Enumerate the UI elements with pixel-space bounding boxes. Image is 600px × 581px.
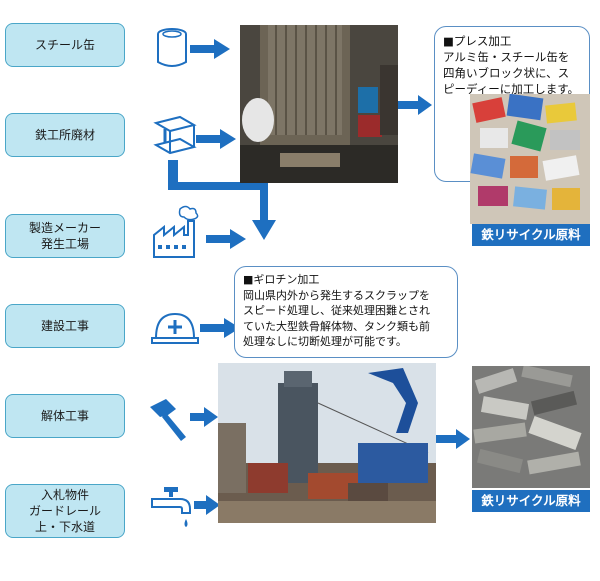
source-steel-can: スチール缶 (5, 23, 125, 67)
source-label: 製造メーカー (28, 221, 101, 235)
guillotine-text: ていた大型鉄骨解体物、タンク類も前 (243, 319, 430, 333)
arrow-icon (190, 407, 218, 427)
press-machine-photo (240, 25, 398, 183)
factory-icon (153, 205, 199, 258)
arrow-icon (196, 129, 236, 149)
arrow-icon (190, 39, 230, 59)
arrow-icon (436, 429, 470, 449)
hardhat-icon (151, 312, 199, 344)
arrow-icon (200, 318, 240, 338)
guillotine-site-photo (218, 363, 436, 523)
press-text: アルミ缶・スチール缶を (443, 50, 570, 64)
recycle-badge-top: 鉄リサイクル原料 (472, 224, 590, 246)
source-label: 解体工事 (40, 409, 89, 423)
press-title: ■プレス加工 (443, 34, 512, 48)
elbow-arrow-icon (168, 160, 276, 240)
steel-beam-icon (153, 115, 197, 155)
source-label: 発生工場 (40, 237, 89, 251)
arrow-icon (206, 229, 246, 249)
source-construction: 建設工事 (5, 304, 125, 348)
source-label: 建設工事 (40, 319, 89, 333)
recycle-badge-bottom: 鉄リサイクル原料 (472, 490, 590, 512)
scrap-metal-photo (472, 366, 590, 488)
guillotine-callout: ■ギロチン加工 岡山県内外から発生するスクラップを スピード処理し、従来処理困難… (234, 266, 458, 358)
source-ironworks-scrap: 鉄工所廃材 (5, 113, 125, 157)
guillotine-text: 岡山県内外から発生するスクラップを (243, 288, 430, 302)
can-icon (157, 28, 187, 67)
source-label: 上・下水道 (34, 520, 95, 534)
source-demolition: 解体工事 (5, 394, 125, 438)
faucet-icon (151, 487, 191, 527)
source-manufacturer: 製造メーカー 発生工場 (5, 214, 125, 258)
press-text: ピーディーに加工します。 (443, 82, 580, 96)
crushed-cans-photo (470, 94, 590, 224)
source-label: スチール缶 (34, 38, 95, 52)
hammer-icon (150, 399, 186, 441)
arrow-icon (398, 95, 432, 115)
source-bid-items: 入札物件 ガードレール 上・下水道 (5, 484, 125, 538)
source-label: 入札物件 (40, 488, 89, 502)
guillotine-text: 処理なしに切断処理が可能です。 (243, 335, 407, 348)
press-text: 四角いブロック状に、ス (443, 66, 570, 80)
guillotine-text: スピード処理し、従来処理困難とされ (243, 304, 430, 317)
source-label: 鉄工所廃材 (34, 128, 95, 142)
arrow-icon (194, 495, 220, 515)
source-label: ガードレール (28, 504, 101, 518)
guillotine-title: ■ギロチン加工 (243, 273, 320, 286)
